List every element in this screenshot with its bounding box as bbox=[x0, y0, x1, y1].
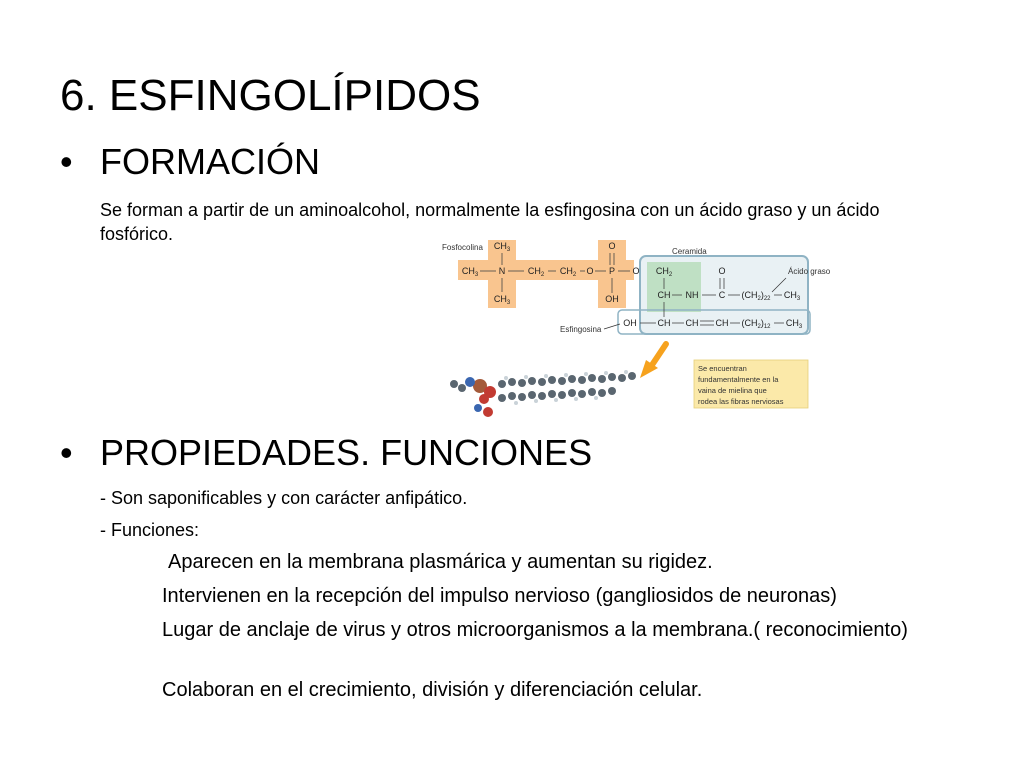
atom-oh-sphingosine: OH bbox=[623, 318, 637, 328]
atom-ch3-sphingosine: CH3 bbox=[786, 318, 803, 330]
slide-title: 6. ESFINGOLÍPIDOS bbox=[60, 71, 481, 120]
atom-n: N bbox=[499, 266, 506, 276]
label-esfingosina: Esfingosina bbox=[560, 325, 602, 334]
funcion-item: Colaboran en el crecimiento, división y … bbox=[162, 679, 703, 701]
atom-chain-22: (CH2)22 bbox=[741, 290, 771, 302]
sphingomyelin-diagram: Fosfocolina Ceramida Ácido graso Esfingo… bbox=[442, 240, 831, 417]
formacion-text: Se forman a partir de un aminoalcohol, n… bbox=[100, 200, 880, 244]
bullet-dot: • bbox=[60, 432, 73, 473]
atom-ch3-fatty: CH3 bbox=[784, 290, 801, 302]
phosphocholine-n-column bbox=[488, 240, 516, 308]
atom-ch2-ceramide: CH2 bbox=[656, 266, 673, 278]
sphingosine-box bbox=[617, 309, 811, 335]
atom-o-2: O bbox=[632, 266, 639, 276]
note-box bbox=[693, 359, 809, 409]
atom-chain-12: (CH2)12 bbox=[741, 318, 771, 330]
label-acido-graso: Ácido graso bbox=[788, 267, 831, 276]
atom-ch3-top: CH3 bbox=[494, 241, 511, 253]
label-ceramida: Ceramida bbox=[672, 247, 707, 256]
note-line-2: fundamentalmente en la bbox=[698, 375, 779, 384]
note-line-3: vaina de mielina que bbox=[698, 386, 767, 395]
note-line-4: rodea las fibras nerviosas bbox=[698, 397, 784, 406]
propiedades-heading: PROPIEDADES. FUNCIONES bbox=[100, 432, 593, 473]
funcion-item: Intervienen en la recepción del impulso … bbox=[162, 585, 837, 607]
atom-o-1: O bbox=[586, 266, 593, 276]
note-line-1: Se encuentran bbox=[698, 364, 747, 373]
atom-ch-s1: CH bbox=[658, 318, 671, 328]
phosphocholine-p-column bbox=[598, 240, 626, 308]
funcion-item: Aparecen en la membrana plasmárica y aum… bbox=[168, 551, 713, 573]
pointer-esfingosina bbox=[603, 323, 621, 330]
label-fosfocolina: Fosfocolina bbox=[442, 243, 483, 252]
atom-ch2-b: CH2 bbox=[560, 266, 577, 278]
molecule-model-image bbox=[450, 370, 636, 417]
atom-ch-s2: CH bbox=[686, 318, 699, 328]
atom-o-carbonyl: O bbox=[718, 266, 725, 276]
atom-ch3-bottom: CH3 bbox=[494, 294, 511, 306]
nh-highlight bbox=[647, 262, 701, 312]
atom-ch2-a: CH2 bbox=[528, 266, 545, 278]
bullet-dot: • bbox=[60, 141, 73, 182]
atom-p: P bbox=[609, 266, 615, 276]
propiedades-line-saponificables: - Son saponificables y con carácter anfi… bbox=[100, 488, 468, 508]
propiedades-line-funciones: - Funciones: bbox=[100, 520, 200, 540]
funcion-item: Lugar de anclaje de virus y otros microo… bbox=[162, 619, 908, 641]
atom-ch-s3: CH bbox=[716, 318, 729, 328]
formacion-heading: FORMACIÓN bbox=[100, 141, 320, 182]
atom-nh: NH bbox=[686, 290, 699, 300]
atom-oh: OH bbox=[605, 294, 619, 304]
arrow-icon bbox=[640, 341, 669, 378]
pointer-acido-graso bbox=[771, 277, 787, 293]
atom-ch3-left: CH3 bbox=[462, 266, 479, 278]
atom-c-carbonyl: C bbox=[719, 290, 726, 300]
atom-o-double: O bbox=[608, 241, 615, 251]
atom-ch-ceramide: CH bbox=[658, 290, 671, 300]
